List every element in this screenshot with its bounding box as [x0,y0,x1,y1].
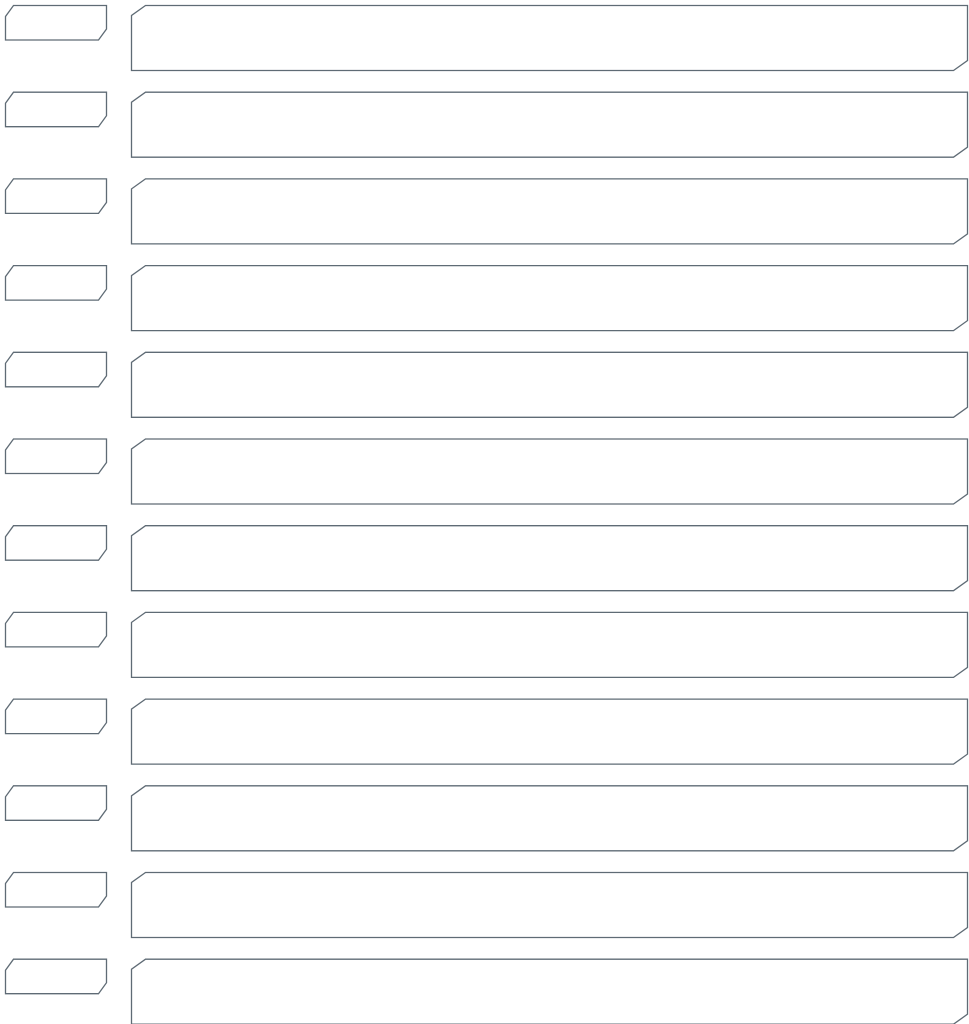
row-field-box[interactable] [130,958,969,1024]
row-field-box[interactable] [130,611,969,679]
form-row [4,178,969,245]
row-label-box [4,264,108,301]
form-row [4,785,969,852]
row-field-box[interactable] [130,871,969,939]
row-label-box [4,438,108,475]
row-field-box[interactable] [130,178,969,245]
form-row [4,351,969,418]
row-field-box[interactable] [130,91,969,158]
form-row [4,4,969,72]
row-label-box [4,525,108,561]
form-row [4,871,969,939]
row-label-box [4,785,108,821]
form-row [4,264,969,332]
row-label-box [4,351,108,388]
row-field-box[interactable] [130,525,969,592]
row-field-box[interactable] [130,264,969,332]
row-field-box[interactable] [130,438,969,505]
row-field-box[interactable] [130,4,969,72]
form-row [4,698,969,765]
row-label-box [4,958,108,995]
row-label-box [4,4,108,41]
row-field-box[interactable] [130,351,969,418]
form-row [4,91,969,158]
form-row [4,958,969,1024]
row-label-box [4,698,108,735]
row-label-box [4,178,108,215]
form-row [4,438,969,505]
row-label-box [4,611,108,648]
row-field-box[interactable] [130,698,969,765]
form-row [4,525,969,592]
form-row [4,611,969,679]
row-label-box [4,91,108,128]
row-field-box[interactable] [130,785,969,852]
row-label-box [4,871,108,908]
